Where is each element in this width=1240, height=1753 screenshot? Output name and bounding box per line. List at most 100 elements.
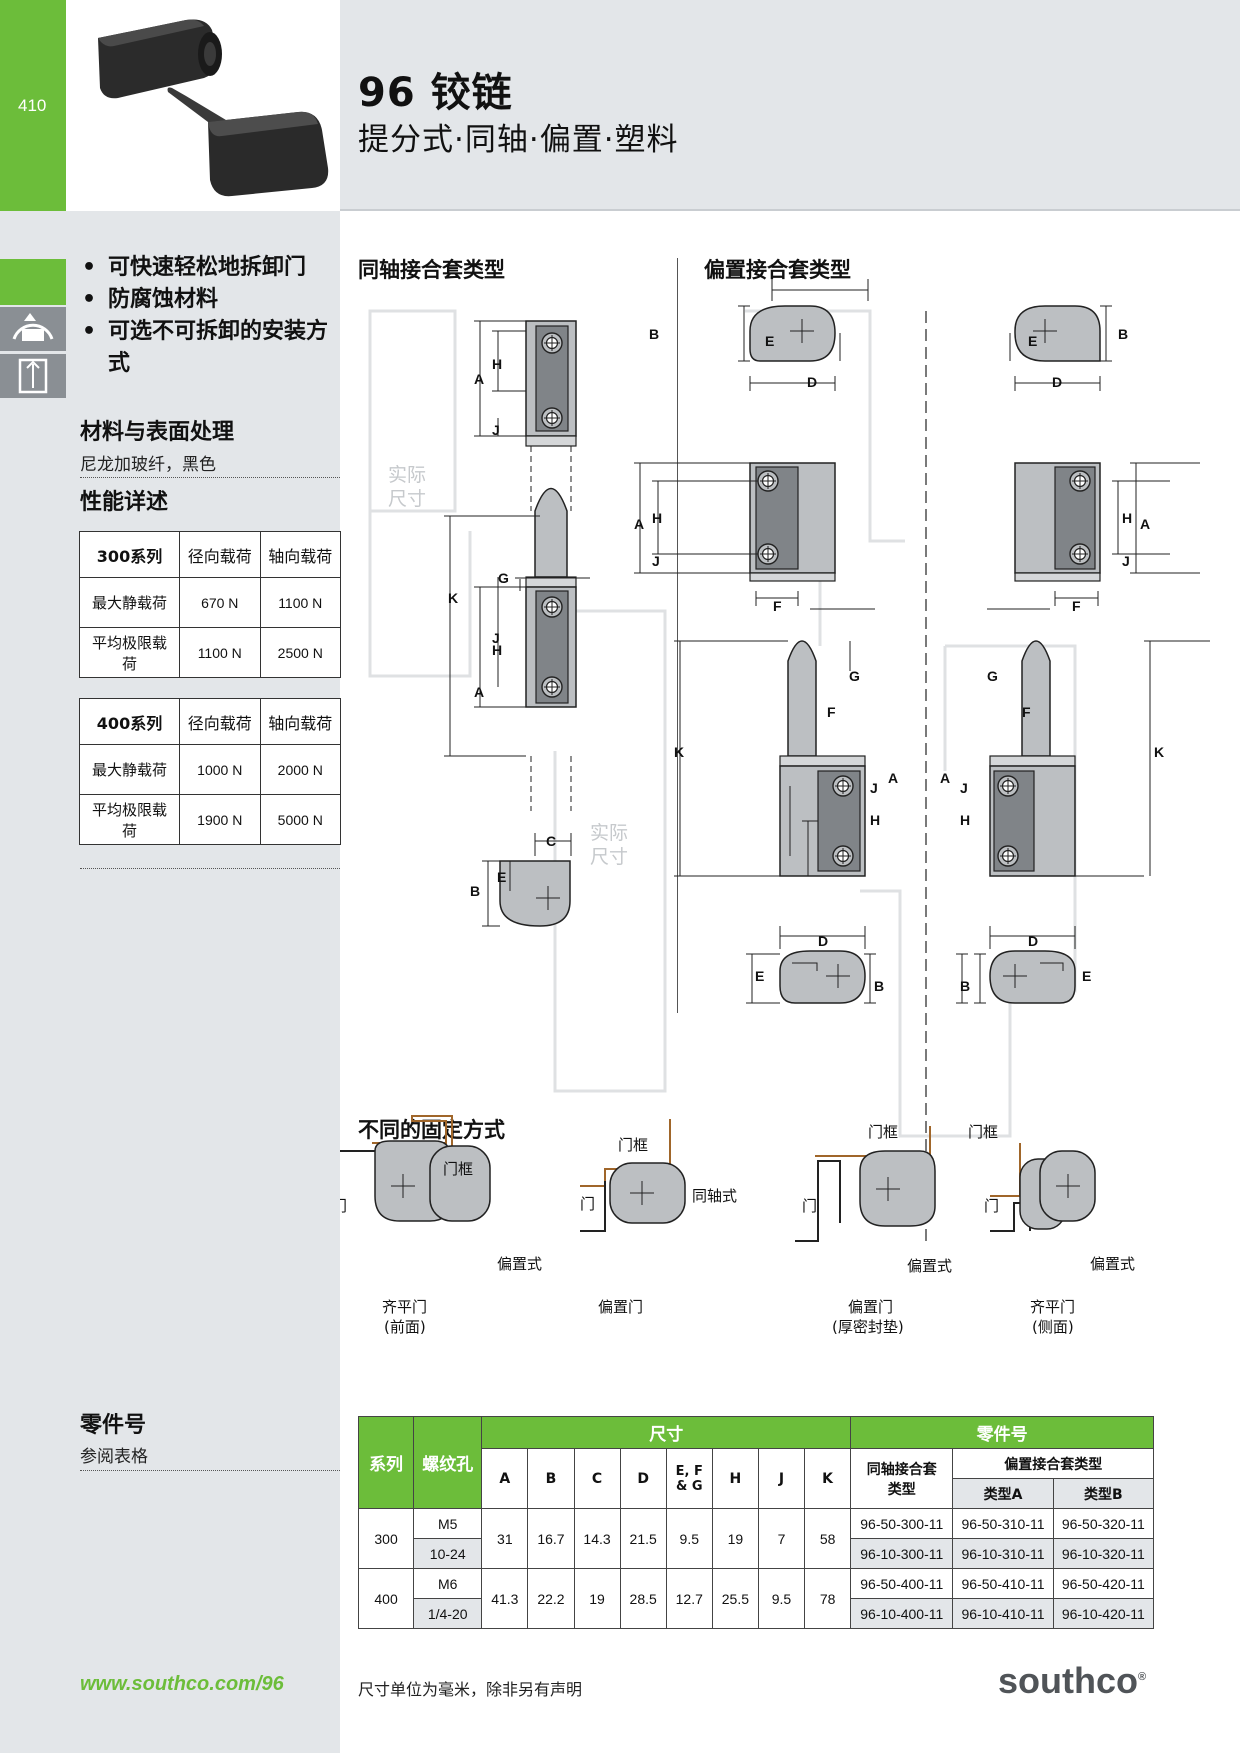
cell-part-type-b: 96-50-420-11 bbox=[1052, 1568, 1155, 1599]
svg-text:J: J bbox=[1122, 553, 1130, 569]
th-type-b: 类型B bbox=[1052, 1478, 1155, 1509]
svg-text:F: F bbox=[1022, 704, 1031, 720]
coaxial-heading: 同轴接合套类型 bbox=[358, 258, 505, 282]
cell-series: 400 bbox=[357, 1568, 415, 1629]
offset-door-label: 偏置门 bbox=[598, 1298, 643, 1316]
svg-text:D: D bbox=[1028, 933, 1038, 949]
footer-url[interactable]: www.southco.com/96 bbox=[80, 1673, 284, 1695]
door-label: 门 bbox=[984, 1197, 999, 1215]
svg-text:D: D bbox=[818, 933, 828, 949]
material-heading: 材料与表面处理 bbox=[80, 420, 235, 445]
svg-text:A: A bbox=[474, 371, 484, 387]
offset-style-label: 偏置式 bbox=[1090, 1255, 1135, 1273]
feature-item: 可快速轻松地拆卸门 bbox=[78, 252, 340, 284]
cell-thread: 10-24 bbox=[413, 1538, 483, 1569]
cell-part-coaxial: 96-10-400-11 bbox=[850, 1598, 954, 1629]
svg-text:B: B bbox=[1118, 326, 1128, 342]
cell-dim: 19 bbox=[711, 1508, 759, 1569]
front-label: (前面) bbox=[384, 1318, 426, 1336]
cell-part-type-a: 96-10-310-11 bbox=[952, 1538, 1054, 1569]
sidebar bbox=[0, 211, 340, 1753]
svg-text:B: B bbox=[960, 978, 970, 994]
door-frame-label: 门框 bbox=[968, 1123, 998, 1141]
value-cell: 1100 N bbox=[259, 577, 341, 628]
cell-dim: 21.5 bbox=[619, 1508, 667, 1569]
actual-size-label: 实际 bbox=[388, 464, 426, 486]
row-label: 最大静载荷 bbox=[79, 577, 180, 628]
divider bbox=[80, 1470, 340, 1471]
th-dim: J bbox=[757, 1448, 806, 1509]
value-cell: 2000 N bbox=[259, 744, 341, 795]
svg-text:G: G bbox=[987, 668, 998, 684]
svg-text:A: A bbox=[888, 770, 898, 786]
offset-a-pin-leaf bbox=[779, 640, 866, 877]
performance-heading: 性能详述 bbox=[80, 490, 169, 515]
svg-text:J: J bbox=[652, 553, 660, 569]
svg-text:A: A bbox=[634, 516, 644, 532]
cell-dim: 28.5 bbox=[619, 1568, 667, 1629]
cell-dim: 9.5 bbox=[757, 1568, 806, 1629]
door-frame-label: 门框 bbox=[618, 1136, 648, 1154]
cell-part-coaxial: 96-50-400-11 bbox=[850, 1568, 954, 1599]
th-series: 系列 bbox=[357, 1416, 415, 1509]
th-dim: E, F & G bbox=[665, 1448, 713, 1509]
svg-text:H: H bbox=[492, 642, 502, 658]
svg-text:H: H bbox=[960, 812, 970, 828]
cell-dim: 41.3 bbox=[481, 1568, 529, 1629]
offset-heading: 偏置接合套类型 bbox=[704, 258, 851, 282]
svg-text:F: F bbox=[773, 598, 782, 614]
actual-size-outline bbox=[368, 309, 1077, 1138]
cell-part-type-b: 96-10-320-11 bbox=[1052, 1538, 1155, 1569]
page-title: 96 铰链 bbox=[358, 70, 513, 116]
svg-text:J: J bbox=[960, 780, 968, 796]
svg-text:H: H bbox=[652, 510, 662, 526]
coaxial-style-label: 同轴式 bbox=[692, 1187, 737, 1205]
th-offset: 偏置接合套类型 bbox=[952, 1448, 1154, 1479]
th-dim: B bbox=[527, 1448, 575, 1509]
th-dim: A bbox=[481, 1448, 529, 1509]
cell-part-type-b: 96-10-420-11 bbox=[1052, 1598, 1155, 1629]
feature-item: 防腐蚀材料 bbox=[78, 284, 340, 316]
feature-item: 可选不可拆卸的安装方式 bbox=[78, 316, 340, 380]
svg-text:C: C bbox=[546, 833, 556, 849]
svg-text:E: E bbox=[755, 968, 764, 984]
actual-size-label: 尺寸 bbox=[590, 846, 628, 868]
door-frame-label: 门框 bbox=[868, 1123, 898, 1141]
sidebar-accent bbox=[0, 259, 66, 305]
th-type-a: 类型A bbox=[952, 1478, 1054, 1509]
value-cell: 5000 N bbox=[259, 794, 341, 845]
offset-style-label: 偏置式 bbox=[497, 1255, 542, 1273]
row-label: 最大静载荷 bbox=[79, 744, 180, 795]
door-label: 门 bbox=[802, 1197, 817, 1215]
page-tab bbox=[0, 0, 66, 211]
svg-text:H: H bbox=[870, 812, 880, 828]
col-radial: 径向载荷 bbox=[179, 698, 261, 745]
product-photo bbox=[66, 0, 340, 211]
door-label: 门 bbox=[340, 1197, 347, 1215]
value-cell: 1100 N bbox=[179, 627, 261, 678]
value-cell: 1900 N bbox=[179, 794, 261, 845]
cell-dim: 22.2 bbox=[527, 1568, 575, 1629]
svg-text:K: K bbox=[448, 590, 458, 606]
coaxial-end-view bbox=[499, 860, 571, 927]
svg-text:F: F bbox=[827, 704, 836, 720]
svg-text:G: G bbox=[498, 570, 509, 586]
mounting-icon bbox=[0, 354, 66, 398]
svg-text:B: B bbox=[874, 978, 884, 994]
divider bbox=[80, 868, 340, 869]
mounting-offset-thick-gasket bbox=[795, 1126, 936, 1242]
side-label: (侧面) bbox=[1032, 1318, 1074, 1336]
svg-text:J: J bbox=[492, 630, 500, 646]
part-number-heading: 零件号 bbox=[80, 1413, 147, 1438]
svg-text:A: A bbox=[474, 684, 484, 700]
header-band bbox=[340, 0, 1240, 211]
col-radial: 径向载荷 bbox=[179, 531, 261, 578]
svg-text:D: D bbox=[1052, 374, 1062, 390]
series-label: 300系列 bbox=[79, 531, 180, 578]
offset-a-end-view bbox=[749, 305, 836, 362]
svg-text:B: B bbox=[470, 883, 480, 899]
cell-part-type-a: 96-10-410-11 bbox=[952, 1598, 1054, 1629]
offset-b-receptacle bbox=[1014, 462, 1101, 582]
svg-text:B: B bbox=[649, 326, 659, 342]
door-frame-label: 门框 bbox=[443, 1160, 473, 1178]
